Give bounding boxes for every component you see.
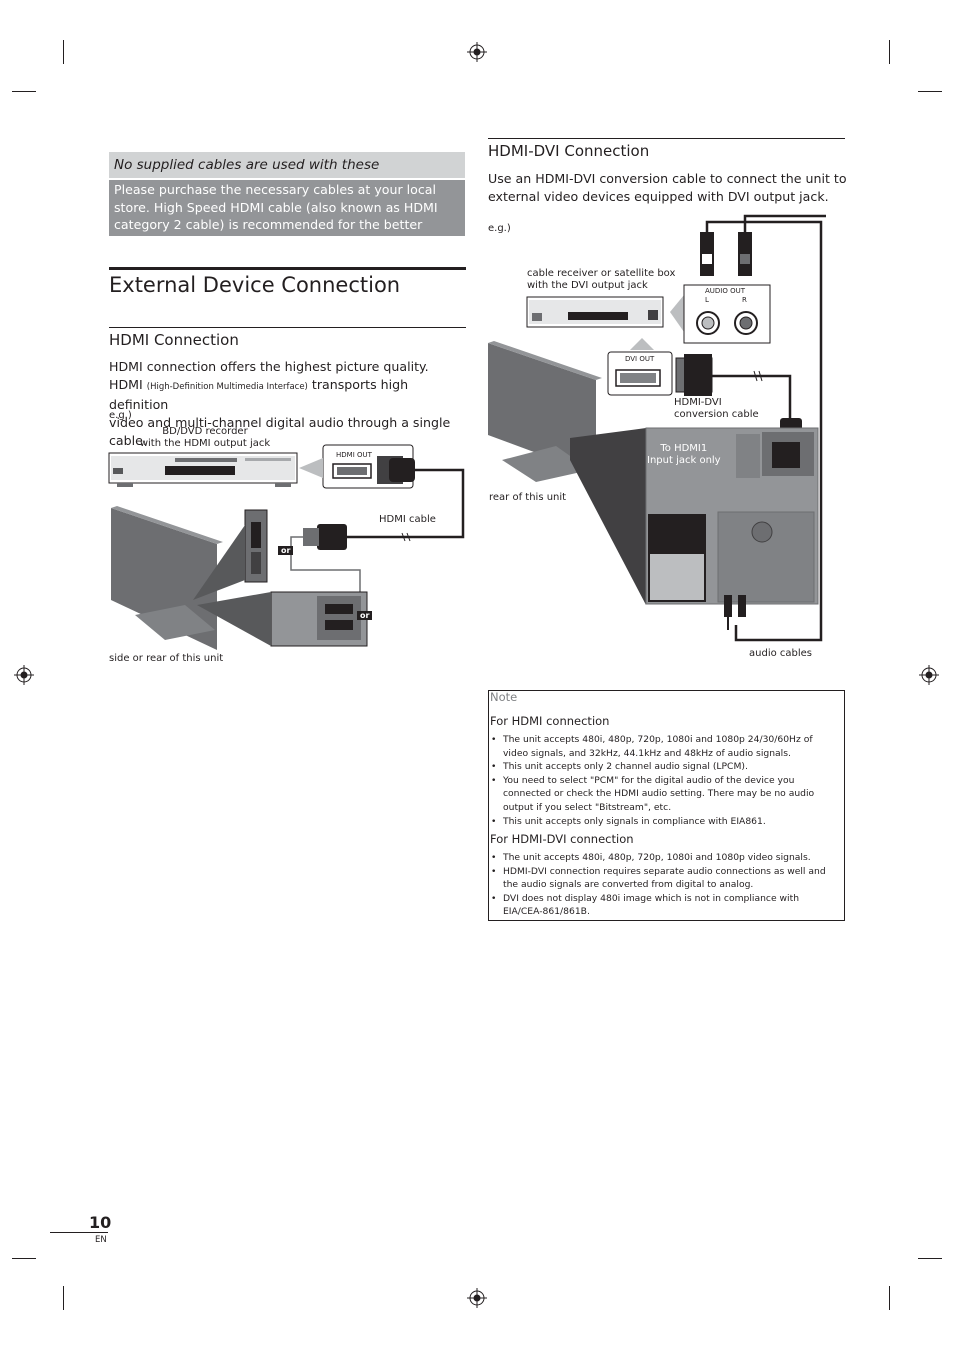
hdmi-dvi-eg: e.g.) bbox=[488, 223, 511, 234]
registration-mark-icon bbox=[467, 42, 487, 62]
hdmi-eg: e.g.) bbox=[109, 410, 132, 421]
page-language: EN bbox=[95, 1235, 107, 1245]
list-item: The unit accepts 480i, 480p, 720p, 1080i… bbox=[491, 851, 836, 865]
note-title: Note bbox=[490, 690, 518, 704]
crop-mark bbox=[63, 1286, 64, 1310]
box-label: cable receiver or satellite box with the… bbox=[527, 268, 676, 291]
list-item: The unit accepts 480i, 480p, 720p, 1080i… bbox=[491, 733, 836, 760]
to-hdmi1-label: To HDMI1 Input jack only bbox=[647, 443, 721, 466]
recorder-label: BD/DVD recorder with the HDMI output jac… bbox=[139, 426, 271, 449]
hdmi-heading: HDMI Connection bbox=[109, 331, 239, 349]
list-item: You need to select "PCM" for the digital… bbox=[491, 774, 836, 815]
note-hdmi-list: The unit accepts 480i, 480p, 720p, 1080i… bbox=[490, 733, 836, 828]
tv-icon bbox=[488, 341, 602, 482]
tv-icon bbox=[111, 506, 223, 650]
or-badge: or bbox=[357, 611, 373, 620]
crop-mark bbox=[12, 1258, 36, 1259]
note-hdmi-heading: For HDMI connection bbox=[490, 714, 610, 728]
conversion-cable-label: HDMI-DVI conversion cable bbox=[674, 397, 759, 420]
rear-unit-label: rear of this unit bbox=[489, 492, 567, 503]
hdmi-dvi-rule bbox=[488, 138, 845, 139]
list-item: HDMI-DVI connection requires separate au… bbox=[491, 865, 836, 892]
page-number: 10 bbox=[89, 1213, 112, 1232]
list-item: This unit accepts only signals in compli… bbox=[491, 815, 836, 829]
hdmi-cable-label: HDMI cable bbox=[379, 514, 436, 525]
hdmi-dvi-intro: Use an HDMI-DVI conversion cable to conn… bbox=[488, 171, 847, 204]
bd-dvd-recorder-icon bbox=[108, 452, 298, 487]
crop-mark bbox=[889, 1286, 890, 1310]
registration-mark-icon bbox=[467, 1288, 487, 1308]
hdmi-dvi-heading: HDMI-DVI Connection bbox=[488, 142, 650, 160]
crop-mark bbox=[918, 91, 942, 92]
audio-cables-label: audio cables bbox=[749, 648, 813, 659]
crop-mark bbox=[918, 1258, 942, 1259]
audio-l-label: L bbox=[705, 296, 709, 304]
notice-body: Please purchase the necessary cables at … bbox=[109, 180, 465, 250]
hdmi-connection-diagram bbox=[108, 444, 465, 650]
dvi-out-label: DVI OUT bbox=[625, 355, 655, 363]
hdmi-unit-label: side or rear of this unit bbox=[109, 653, 224, 664]
section-rule bbox=[109, 267, 466, 270]
cable-box-icon bbox=[526, 296, 664, 328]
hdmi-out-label: HDMI OUT bbox=[336, 451, 372, 459]
list-item: This unit accepts only 2 channel audio s… bbox=[491, 760, 836, 774]
hdmi-dvi-connection-diagram bbox=[488, 214, 826, 642]
registration-mark-icon bbox=[919, 665, 939, 685]
page-number-rule bbox=[50, 1232, 108, 1233]
audio-out-label: AUDIO OUT bbox=[705, 287, 746, 295]
note-box bbox=[488, 690, 845, 921]
crop-mark bbox=[63, 40, 64, 64]
note-dvi-heading: For HDMI-DVI connection bbox=[490, 832, 634, 846]
hdmi-intro: HDMI connection offers the highest pictu… bbox=[109, 359, 451, 448]
crop-mark bbox=[12, 91, 36, 92]
or-badge: or bbox=[278, 546, 294, 555]
crop-mark bbox=[889, 40, 890, 64]
registration-mark-icon bbox=[14, 665, 34, 685]
audio-r-label: R bbox=[742, 296, 747, 304]
list-item: DVI does not display 480i image which is… bbox=[491, 892, 836, 919]
section-title: External Device Connection bbox=[109, 273, 401, 297]
hdmi-rule bbox=[109, 327, 466, 328]
note-dvi-list: The unit accepts 480i, 480p, 720p, 1080i… bbox=[490, 851, 836, 919]
notice-title: No supplied cables are used with these c… bbox=[109, 152, 465, 199]
